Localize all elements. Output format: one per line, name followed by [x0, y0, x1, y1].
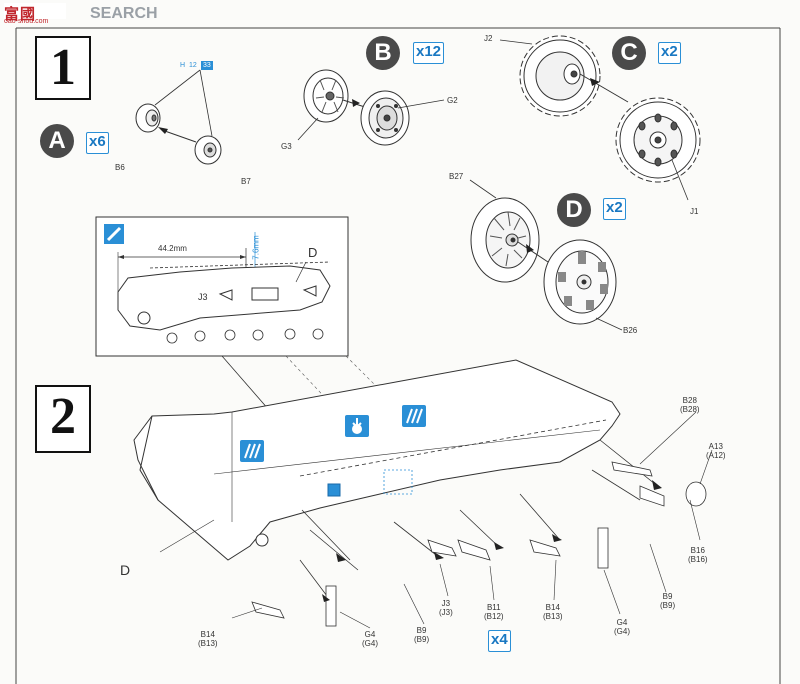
part-b16: B16(B16)	[688, 546, 708, 564]
part-b7: B7	[241, 177, 251, 186]
part-b11: B11(B12)	[484, 603, 504, 621]
step-2-number: 2	[35, 385, 91, 453]
part-b6: B6	[115, 163, 125, 172]
part-j2: J2	[484, 34, 493, 43]
part-b27: B27	[449, 172, 464, 181]
detail-side-d: D	[308, 245, 318, 260]
hull-highlight-part	[327, 483, 341, 497]
assembly-b-count: x12	[413, 42, 445, 64]
hull-side-d: D	[120, 562, 131, 578]
tag-h: H	[180, 62, 186, 69]
part-g4-right: G4(G4)	[614, 618, 630, 636]
watermark-logo: 富國 oao-shou.com	[4, 3, 66, 25]
assembly-c-count: x2	[658, 42, 681, 64]
assembly-a-badge: A	[40, 124, 74, 158]
detail-part-j3: J3	[198, 292, 208, 302]
tag-12: 12	[189, 62, 197, 69]
part-a13: A13(A12)	[706, 442, 726, 460]
assembly-a-count: x6	[86, 132, 109, 154]
part-g4-left: G4(G4)	[362, 630, 378, 648]
hull-side	[133, 359, 621, 561]
part-b26: B26	[623, 326, 638, 335]
assembly-d-count: x2	[603, 198, 626, 220]
hatch-cement-icon-2	[402, 405, 426, 427]
assembly-d-badge: D	[557, 193, 591, 227]
wheel-b6	[135, 103, 161, 133]
part-b28: B28(B28)	[680, 396, 700, 414]
wheel-g3	[303, 69, 349, 123]
wheel-b27	[470, 197, 540, 283]
part-j3: J3(J3)	[439, 599, 453, 617]
sprocket-j1	[615, 97, 701, 183]
dimension-horizontal: 44.2mm	[158, 244, 187, 253]
wheel-b7	[194, 135, 222, 165]
part-j1: J1	[690, 207, 699, 216]
part-b14-right: B14(B13)	[543, 603, 563, 621]
assembly-c-badge: C	[612, 36, 646, 70]
tag-33: 33	[201, 61, 213, 70]
part-g2: G2	[447, 96, 458, 105]
step-2-count: x4	[488, 630, 511, 652]
step-1-number: 1	[35, 36, 91, 100]
dimension-vertical: 7.6mm	[251, 235, 261, 260]
sprocket-j2	[519, 35, 601, 117]
wheel-b26	[543, 239, 617, 325]
part-g3: G3	[281, 142, 292, 151]
part-b14-left: B14(B13)	[198, 630, 218, 648]
hatch-cement-icon	[240, 440, 264, 462]
watermark-brand: SEARCH	[90, 5, 158, 22]
drill-hole-icon	[345, 415, 369, 437]
watermark-site: oao-shou.com	[4, 18, 49, 25]
part-b9-left: B9(B9)	[414, 626, 430, 644]
wheel-g2	[360, 90, 410, 146]
part-b9-right: B9(B9)	[660, 592, 676, 610]
assembly-b-badge: B	[366, 36, 400, 70]
